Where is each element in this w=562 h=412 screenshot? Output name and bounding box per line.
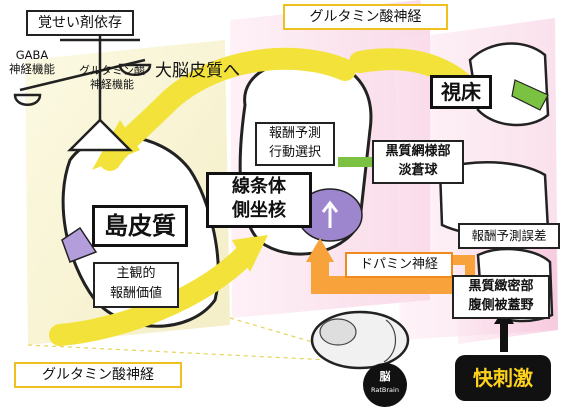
glutamate-function-line2: 神経機能: [90, 78, 134, 91]
brain-label: 脳: [379, 370, 391, 383]
gaba-label: GABA 神経機能: [0, 48, 64, 76]
prediction-error-label: 報酬予測誤差: [458, 223, 560, 249]
rat-brain: [310, 310, 410, 370]
subjective-value-line2: 報酬価値: [109, 286, 162, 301]
glutamate-arrow-bottom: [49, 235, 268, 346]
thalamus-label: 視床: [430, 75, 492, 109]
glutamate-function-line1: グルタミン酸: [79, 64, 145, 77]
glutamate-function-label: グルタミン酸 神経機能: [72, 64, 152, 92]
snc-vta-line2: 腹側被蓋野: [468, 298, 534, 313]
glutamate-top-label: グルタミン酸神経: [283, 4, 448, 30]
striatum-line2: 側坐核: [232, 200, 286, 221]
snr-gp-line1: 黒質網様部: [385, 144, 451, 159]
striatum-line1: 線条体: [232, 176, 286, 197]
reward-prediction-line2: 行動選択: [268, 145, 321, 160]
subjective-value-label: 主観的 報酬価値: [93, 262, 179, 308]
snr-gp-line2: 淡蒼球: [398, 163, 438, 178]
striatum-label: 線条体 側坐核: [206, 172, 312, 228]
brain-badge: [363, 363, 407, 407]
dependency-label: 覚せい剤依存: [26, 10, 134, 36]
snc-vta-line1: 黒質緻密部: [468, 279, 534, 294]
ratbrain-label: RatBrain: [371, 386, 399, 394]
snr-gp-label: 黒質網様部 淡蒼球: [372, 140, 464, 184]
cortex-label: 大脳皮質へ: [155, 61, 240, 81]
balance-scale: [13, 30, 152, 152]
glutamate-bottom-label: グルタミン酸神経: [14, 362, 182, 388]
insula-label: 島皮質: [92, 205, 188, 247]
gaba-label-line1: GABA: [15, 48, 49, 62]
gaba-label-line2: 神経機能: [9, 62, 55, 76]
snc-vta-label: 黒質緻密部 腹側被蓋野: [452, 275, 550, 319]
reward-prediction-line1: 報酬予測: [268, 126, 321, 141]
dopamine-label: ドパミン神経: [345, 252, 453, 278]
subjective-value-line1: 主観的: [116, 266, 156, 281]
pleasure-stimulus-label: 快刺激: [455, 355, 551, 401]
reward-prediction-label: 報酬予測 行動選択: [255, 122, 335, 166]
